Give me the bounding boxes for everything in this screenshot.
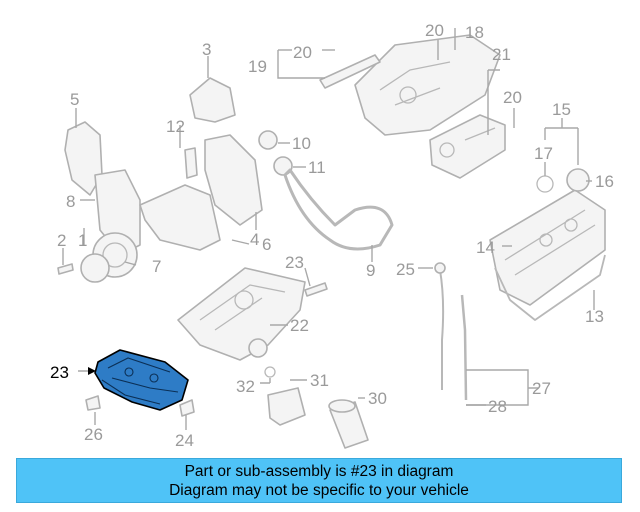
callout-18: 18 bbox=[465, 23, 484, 42]
cap-seal-part bbox=[536, 175, 554, 193]
tensioner-part bbox=[184, 147, 198, 179]
dipstick-part bbox=[439, 269, 445, 390]
callout-25: 24 bbox=[175, 431, 194, 450]
callout-14: 13 bbox=[585, 307, 604, 326]
o-ring-part bbox=[264, 366, 276, 378]
timing-belt-part bbox=[283, 168, 394, 251]
callout-6: 6 bbox=[262, 235, 271, 254]
callout-13: 14 bbox=[476, 238, 495, 257]
callout-24: 23 bbox=[285, 253, 304, 272]
callout-28: 27 bbox=[532, 379, 551, 398]
banner-line-disclaimer: Diagram may not be specific to your vehi… bbox=[169, 482, 469, 499]
callout-21-right: 20 bbox=[503, 88, 522, 107]
callout-22: 22 bbox=[290, 316, 309, 335]
valve-cover-part bbox=[489, 189, 606, 321]
callout-21-top: 20 bbox=[425, 21, 444, 40]
callout-23-arrow bbox=[88, 367, 96, 375]
callout-30: 30 bbox=[368, 389, 387, 408]
front-cover-part bbox=[139, 184, 221, 251]
callout-23: 23 bbox=[50, 363, 69, 382]
oil-filler-cap-part bbox=[566, 168, 590, 192]
callout-29: 28 bbox=[488, 397, 507, 416]
callout-10: 10 bbox=[292, 134, 311, 153]
plug-gasket-part bbox=[179, 399, 195, 417]
callout-labels: 3 5 8 2 1 7 6 4 12 10 11 9 19 20 20 18 2… bbox=[50, 21, 614, 450]
callout-20: 21 bbox=[492, 45, 511, 64]
oil-filter-part bbox=[328, 399, 369, 449]
cover-retainer-part bbox=[319, 54, 381, 89]
lower-oil-pan-highlighted-part bbox=[94, 349, 189, 411]
callout-3: 3 bbox=[202, 40, 211, 59]
callout-21-left: 20 bbox=[293, 43, 312, 62]
center-timing-cover-part bbox=[204, 134, 263, 226]
bolt-part bbox=[57, 263, 74, 275]
dipstick-tube-part bbox=[460, 294, 468, 401]
callout-8: 8 bbox=[66, 192, 75, 211]
callout-16: 16 bbox=[595, 172, 614, 191]
callout-2: 2 bbox=[57, 231, 66, 250]
callout-5: 5 bbox=[70, 90, 79, 109]
filter-housing-part bbox=[267, 387, 306, 426]
idler-pulley-part bbox=[258, 130, 278, 150]
callout-9: 9 bbox=[366, 261, 375, 280]
upper-timing-cover-part bbox=[189, 77, 236, 123]
callout-12: 12 bbox=[166, 117, 185, 136]
info-banner: Part or sub-assembly is #23 in diagram D… bbox=[16, 458, 622, 503]
engine-cover-part bbox=[354, 34, 506, 179]
callout-26: 26 bbox=[84, 425, 103, 444]
callout-4: 4 bbox=[250, 230, 259, 249]
callout-32: 32 bbox=[236, 377, 255, 396]
callout-1: 1 bbox=[78, 231, 87, 250]
lower-left-cover-part bbox=[94, 169, 141, 256]
callout-11: 11 bbox=[308, 158, 326, 177]
crank-pulley-part bbox=[80, 232, 138, 283]
oil-pan-bolt-part bbox=[304, 282, 328, 297]
banner-line-part-number: Part or sub-assembly is #23 in diagram bbox=[184, 463, 454, 480]
exploded-parts-diagram: 3 5 8 2 1 7 6 4 12 10 11 9 19 20 20 18 2… bbox=[50, 21, 614, 450]
callout-7: 7 bbox=[152, 257, 161, 276]
callout-15: 15 bbox=[552, 100, 571, 119]
callout-31: 31 bbox=[310, 371, 329, 390]
upper-oil-pan-part bbox=[177, 267, 306, 361]
callout-27: 25 bbox=[396, 260, 415, 279]
callout-19: 19 bbox=[248, 57, 267, 76]
drain-plug-part bbox=[85, 395, 101, 411]
leader-lines bbox=[62, 28, 595, 430]
callout-17: 17 bbox=[534, 144, 553, 163]
